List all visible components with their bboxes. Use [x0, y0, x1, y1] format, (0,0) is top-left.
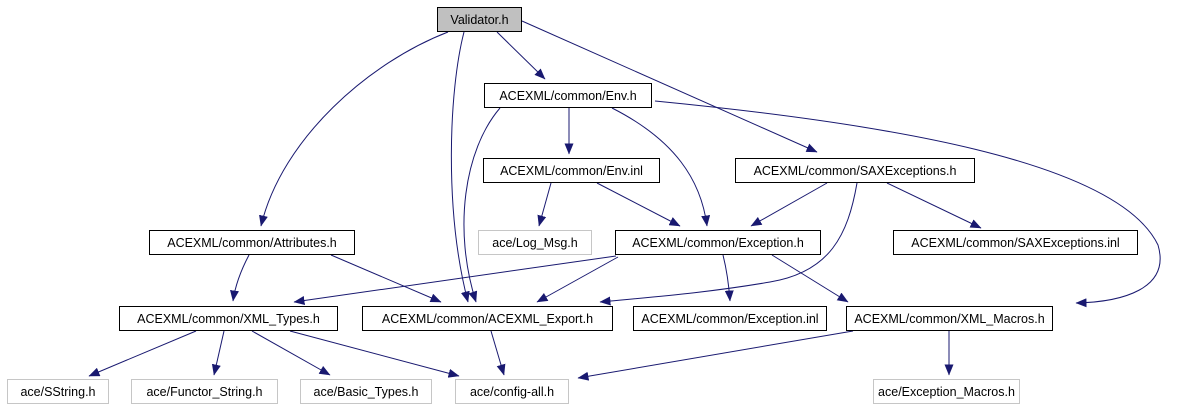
node-log-msg-h: ace/Log_Msg.h — [478, 230, 592, 255]
node-exception-h[interactable]: ACEXML/common/Exception.h — [615, 230, 821, 255]
node-label: ACEXML/common/XML_Macros.h — [854, 311, 1045, 326]
node-label: ACEXML/common/SAXExceptions.h — [753, 163, 957, 178]
node-xml-types-h[interactable]: ACEXML/common/XML_Types.h — [119, 306, 338, 331]
edge-exception-h-to-xml-macros-h — [771, 254, 849, 303]
node-label: ACEXML/common/SAXExceptions.inl — [911, 235, 1120, 250]
node-exception-inl[interactable]: ACEXML/common/Exception.inl — [633, 306, 827, 331]
edge-exception-h-to-acexml-export-h — [536, 256, 619, 303]
edge-validator-h-to-attributes-h — [259, 31, 449, 227]
node-label: ACEXML/common/Exception.inl — [641, 311, 819, 326]
node-label: ACEXML/common/Attributes.h — [167, 235, 337, 250]
node-label: ACEXML/common/Exception.h — [632, 235, 804, 250]
node-label: ACEXML/common/ACEXML_Export.h — [381, 311, 594, 326]
edge-exception-h-to-exception-inl — [722, 254, 734, 302]
edge-attributes-h-to-acexml-export-h — [330, 254, 442, 303]
edge-xml-types-h-to-basic-types-h — [251, 330, 331, 376]
edge-env-h-to-acexml-export-h — [463, 107, 501, 303]
node-saxexceptions-h[interactable]: ACEXML/common/SAXExceptions.h — [735, 158, 975, 183]
edge-saxexceptions-h-to-exception-h — [750, 182, 828, 227]
node-label: ace/config-all.h — [469, 384, 555, 399]
node-label: ace/Log_Msg.h — [492, 235, 578, 250]
node-label: Validator.h — [450, 12, 509, 27]
edge-exception-h-to-xml-types-h — [293, 255, 617, 305]
edge-validator-h-to-acexml-export-h — [450, 31, 470, 303]
node-label: ACEXML/common/XML_Types.h — [137, 311, 320, 326]
edge-validator-h-to-env-h — [496, 31, 546, 80]
edge-xml-types-h-to-config-all-h — [289, 330, 460, 378]
edge-xml-types-h-to-functor-string-h — [211, 330, 225, 376]
node-label: ACEXML/common/Env.inl — [500, 163, 643, 178]
node-xml-macros-h[interactable]: ACEXML/common/XML_Macros.h — [846, 306, 1053, 331]
node-basic-types-h: ace/Basic_Types.h — [300, 379, 432, 404]
node-saxexceptions-inl[interactable]: ACEXML/common/SAXExceptions.inl — [893, 230, 1138, 255]
node-attributes-h[interactable]: ACEXML/common/Attributes.h — [149, 230, 355, 255]
node-label: ACEXML/common/Env.h — [499, 88, 637, 103]
node-validator-h: Validator.h — [437, 7, 522, 32]
node-env-inl[interactable]: ACEXML/common/Env.inl — [483, 158, 660, 183]
node-label: ace/Exception_Macros.h — [878, 384, 1015, 399]
node-exception-macros-h: ace/Exception_Macros.h — [873, 379, 1020, 404]
edge-xml-macros-h-to-config-all-h — [577, 330, 854, 381]
node-label: ace/Basic_Types.h — [313, 384, 419, 399]
node-label: ace/SString.h — [20, 384, 96, 399]
edge-acexml-export-h-to-config-all-h — [490, 330, 506, 376]
node-config-all-h: ace/config-all.h — [455, 379, 569, 404]
edge-env-inl-to-log-msg-h — [537, 182, 552, 227]
node-sstring-h: ace/SString.h — [7, 379, 109, 404]
node-label: ace/Functor_String.h — [146, 384, 263, 399]
edge-env-inl-to-exception-h — [596, 182, 681, 227]
node-functor-string-h: ace/Functor_String.h — [131, 379, 278, 404]
edge-saxexceptions-h-to-saxexceptions-inl — [886, 182, 982, 229]
node-acexml-export-h[interactable]: ACEXML/common/ACEXML_Export.h — [362, 306, 613, 331]
edge-attributes-h-to-xml-types-h — [230, 254, 250, 302]
edge-xml-types-h-to-sstring-h — [88, 330, 197, 377]
edge-env-h-to-xml-macros-h — [654, 100, 1161, 308]
node-env-h[interactable]: ACEXML/common/Env.h — [484, 83, 652, 108]
